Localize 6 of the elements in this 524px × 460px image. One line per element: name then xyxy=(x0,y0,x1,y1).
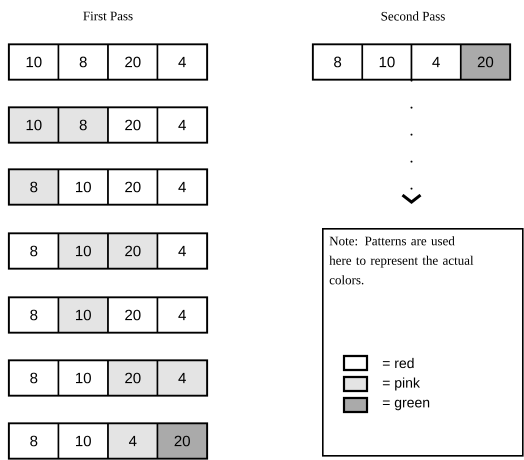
legend-label: = red xyxy=(382,358,414,368)
heading: Second Pass xyxy=(382,11,445,21)
heading: First Pass xyxy=(83,12,133,20)
legend-label: = green xyxy=(382,400,430,410)
dotted-arrow xyxy=(402,80,422,204)
legend-label: = pink xyxy=(382,377,420,391)
